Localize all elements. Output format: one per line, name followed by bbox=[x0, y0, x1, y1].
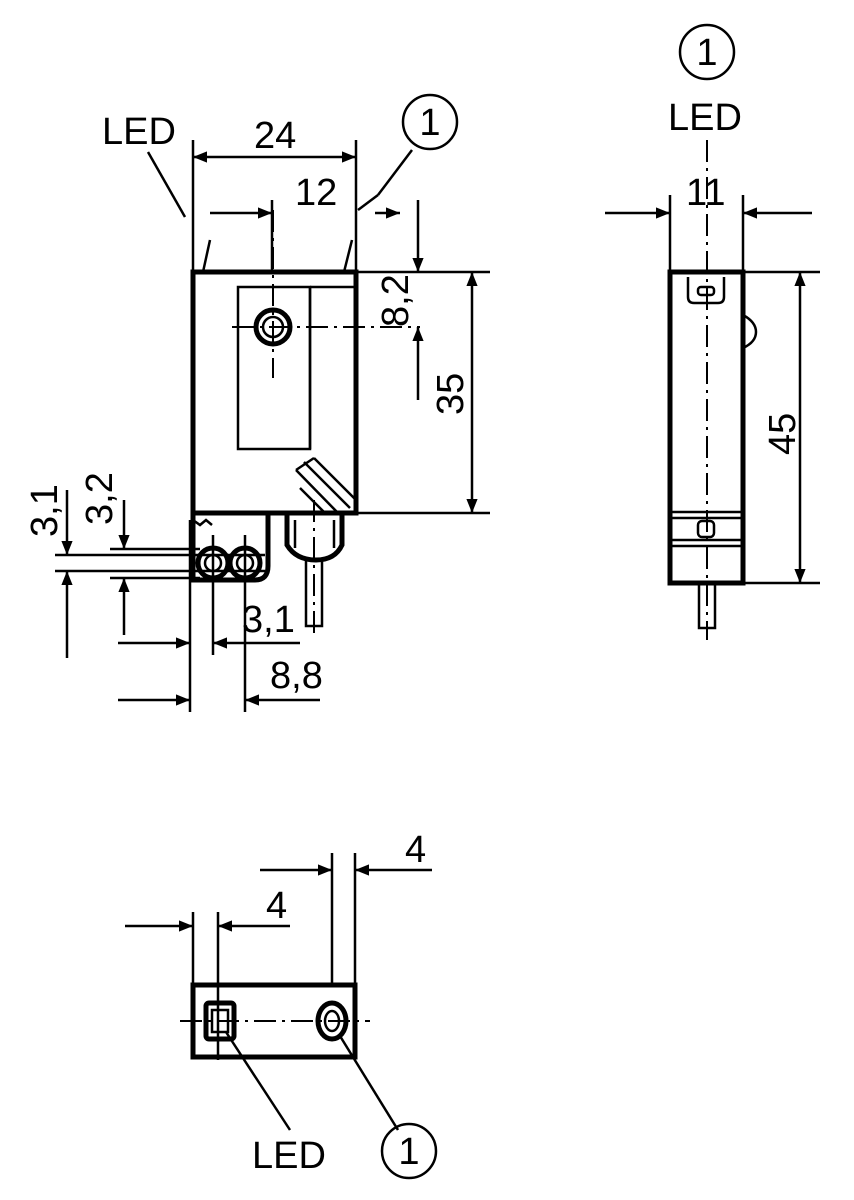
dim-label-8-8: 8,8 bbox=[270, 655, 323, 697]
bottom-view bbox=[125, 853, 432, 1131]
led-label-side: LED bbox=[668, 97, 742, 139]
dim-label-3-1-horizontal: 3,1 bbox=[242, 599, 295, 641]
dim-label-24: 24 bbox=[254, 115, 296, 157]
dim-label-8-2: 8,2 bbox=[375, 274, 417, 327]
side-view bbox=[605, 140, 820, 640]
front-view bbox=[55, 140, 490, 712]
dim-label-12: 12 bbox=[295, 172, 337, 214]
callout-1-bottom: 1 bbox=[380, 1122, 438, 1180]
dim-label-35: 35 bbox=[430, 373, 472, 415]
dim-label-11: 11 bbox=[686, 172, 725, 214]
front-connector-block bbox=[190, 513, 271, 583]
callout-1-side: 1 bbox=[678, 23, 736, 81]
dim-label-4-upper: 4 bbox=[405, 829, 426, 871]
lens-hatch bbox=[295, 456, 357, 514]
dim-label-45: 45 bbox=[762, 413, 804, 455]
dim-label-3-2: 3,2 bbox=[79, 472, 121, 525]
front-body-outline bbox=[190, 269, 359, 516]
svg-text:1: 1 bbox=[419, 102, 440, 144]
svg-text:1: 1 bbox=[398, 1131, 419, 1173]
dim-label-3-1-vertical: 3,1 bbox=[24, 484, 66, 537]
led-label-bottom: LED bbox=[252, 1135, 326, 1177]
dim-label-4-lower: 4 bbox=[266, 885, 287, 927]
svg-text:1: 1 bbox=[696, 32, 717, 74]
led-label-front: LED bbox=[102, 111, 176, 153]
callout-1-front: 1 bbox=[401, 93, 459, 151]
